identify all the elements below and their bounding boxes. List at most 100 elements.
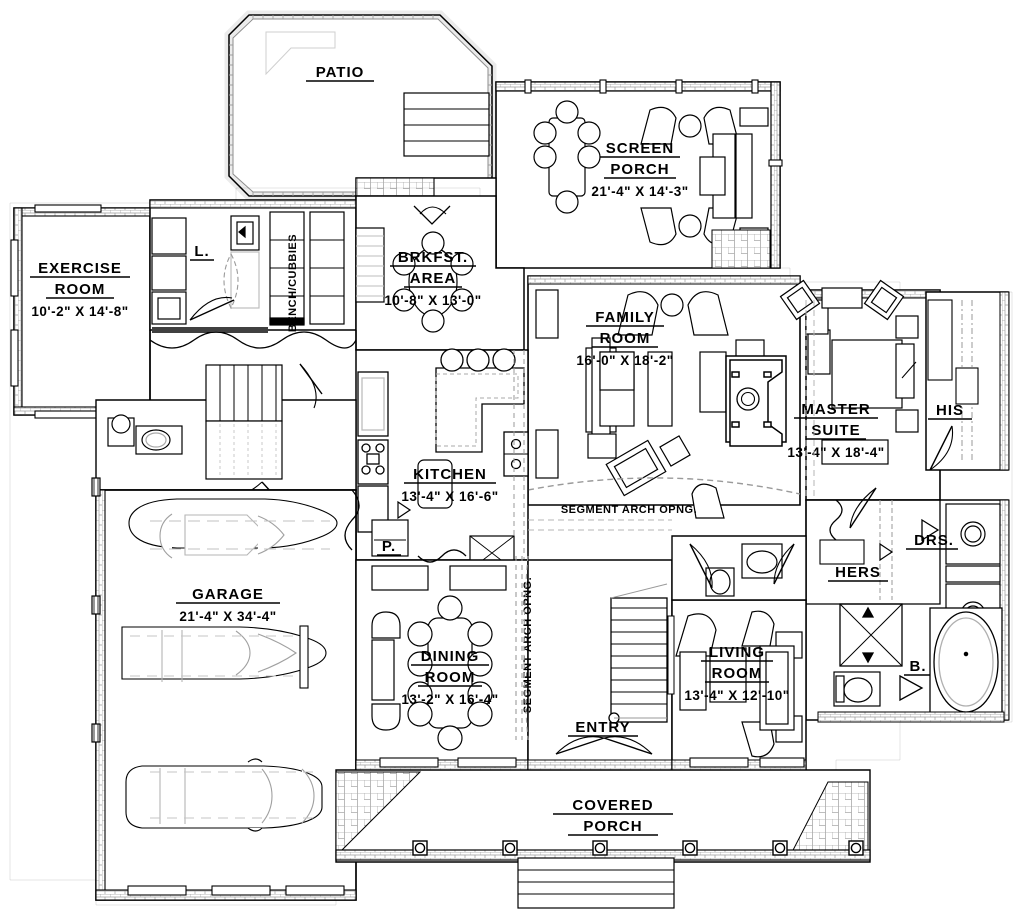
label-kitchen: KITCHEN 13'-4" X 16'-6" — [401, 466, 498, 504]
family-room-label2: ROOM — [600, 330, 651, 347]
label-garage: GARAGE 21'-4" X 34'-4" — [176, 586, 280, 624]
dining-table — [407, 595, 493, 751]
label-master: MASTER SUITE 13'-4" X 18'-4" — [787, 401, 884, 460]
family-room — [527, 275, 801, 519]
master-bath-wing — [805, 487, 1010, 723]
segment-arch-opening-family — [527, 477, 801, 495]
label-pantry: P. — [377, 538, 401, 556]
garage-vehicle — [125, 758, 323, 832]
ceiling-dashed-lines — [528, 300, 815, 531]
master-toilet — [833, 671, 881, 707]
label-hers: HERS — [828, 564, 888, 582]
dining-room-label2: ROOM — [425, 669, 476, 686]
screen-porch-area — [495, 79, 783, 269]
breakfast-label2: AREA — [410, 270, 457, 287]
his-closet-label: HIS — [936, 402, 964, 419]
garage-doors — [127, 885, 345, 896]
garage-label: GARAGE — [192, 586, 264, 603]
segment-arch-opening-label-vertical: SEGMENT ARCH OPNG. — [522, 577, 534, 713]
kitchen — [355, 348, 529, 561]
screen-porch-label: SCREEN — [606, 140, 675, 157]
fireplace — [725, 355, 787, 447]
master-suite-label2: SUITE — [811, 422, 860, 439]
label-patio: PATIO — [306, 64, 374, 82]
covered-porch — [335, 769, 871, 909]
label-screen-porch: SCREEN PORCH 21'-4" X 14'-3" — [591, 140, 688, 199]
dressing-label: DRS. — [914, 532, 954, 549]
living-room-furniture — [675, 610, 803, 758]
living-room-dim: 13'-4" X 12'-10" — [684, 688, 789, 703]
garage-dim: 21'-4" X 34'-4" — [179, 609, 276, 624]
screen-porch-north-wall — [495, 81, 781, 92]
laundry-door-swing — [189, 296, 233, 321]
breakfast-dim: 10'-8" X 13'-0" — [384, 293, 481, 308]
label-his: HIS — [928, 402, 972, 420]
master-bath-label: B. — [910, 658, 927, 675]
laundry-label: L. — [194, 243, 209, 260]
breakfast-label: BRKFST. — [398, 249, 468, 266]
porch-paving-left — [335, 771, 422, 858]
breakfast-area — [355, 195, 525, 351]
label-living: LIVING ROOM 13'-4" X 12'-10" — [684, 644, 789, 703]
exercise-room-dim: 10'-2" X 14'-8" — [31, 304, 128, 319]
dining-sideboards — [371, 565, 507, 731]
laundry-appliances — [151, 215, 260, 325]
shower — [839, 603, 903, 667]
hers-closet-label: HERS — [835, 564, 881, 581]
his-closet — [925, 291, 1010, 471]
bench-cubbies-label: BENCH/CUBBIES — [287, 234, 299, 332]
screen-porch-paving — [711, 229, 771, 269]
screen-porch-dim: 21'-4" X 14'-3" — [591, 184, 688, 199]
living-room-label2: ROOM — [712, 665, 763, 682]
segment-arch-curve-vertical — [523, 555, 529, 741]
hall-bath — [671, 535, 807, 601]
screen-porch-east-wall — [770, 81, 781, 269]
screen-porch-label2: PORCH — [610, 161, 669, 178]
label-bath: B. — [904, 658, 930, 676]
kitchen-island — [435, 348, 525, 453]
main-staircase — [608, 583, 668, 724]
label-covered-porch: COVERED PORCH — [553, 797, 673, 836]
patio-area — [224, 10, 497, 201]
covered-porch-label: COVERED — [572, 797, 653, 814]
powder-room — [107, 414, 183, 455]
label-exercise: EXERCISE ROOM 10'-2" X 14'-8" — [30, 260, 130, 319]
label-arch-opening-horizontal: SEGMENT ARCH OPNG. — [561, 504, 697, 516]
covered-porch-label2: PORCH — [583, 818, 642, 835]
garage-side-windows — [91, 477, 101, 743]
service-core — [95, 363, 515, 571]
exercise-room — [10, 204, 151, 419]
segment-arch-opening-label: SEGMENT ARCH OPNG. — [561, 504, 697, 516]
kitchen-label: KITCHEN — [413, 466, 487, 483]
exercise-room-windows — [10, 204, 102, 419]
pantry-closet — [371, 519, 409, 557]
label-laundry: L. — [190, 243, 214, 261]
room-labels: PATIO SCREEN PORCH 21'-4" X 14'-3" EXERC… — [30, 64, 884, 836]
basement-stair — [205, 364, 283, 480]
kitchen-dim: 13'-4" X 16'-6" — [401, 489, 498, 504]
living-room — [667, 599, 807, 771]
garage — [91, 477, 357, 901]
patio-steps — [403, 92, 490, 157]
bench-cubbies-unit — [269, 211, 305, 326]
breakfast-table — [392, 231, 474, 333]
entry-foyer — [527, 559, 673, 771]
laundry-mudroom — [149, 199, 357, 333]
patio-brick-edge — [229, 15, 492, 196]
family-room-label: FAMILY — [595, 309, 655, 326]
label-bench-cubbies: BENCH/CUBBIES — [287, 234, 299, 332]
pantry-shelving — [309, 211, 345, 325]
master-suite-dim: 13'-4" X 18'-4" — [787, 445, 884, 460]
master-suite-label: MASTER — [801, 401, 870, 418]
patio-label: PATIO — [316, 64, 365, 81]
entry-label: ENTRY — [575, 719, 630, 736]
dining-room-dim: 13'-2" X 16'-4" — [401, 692, 498, 707]
label-family: FAMILY ROOM 16'-0" X 18'-2" — [576, 309, 673, 368]
label-entry: ENTRY — [568, 719, 638, 737]
exercise-room-label: EXERCISE — [38, 260, 122, 277]
label-brkfst: BRKFST. AREA 10'-8" X 13'-0" — [384, 249, 481, 308]
label-arch-opening-vertical: SEGMENT ARCH OPNG. — [522, 577, 534, 713]
label-dining: DINING ROOM 13'-2" X 16'-4" — [401, 648, 498, 707]
